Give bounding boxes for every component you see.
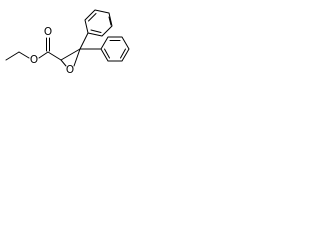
right-phenyl-hexagon (100, 36, 130, 62)
bond-epoxide-carbon2-oxygen (73, 48, 81, 67)
carbonyl-oxygen-label: O (44, 26, 52, 38)
upper-phenyl-double-1 (88, 13, 97, 22)
bond-epoxide-carbon-carbon (60, 48, 81, 61)
bond-to-upper-phenyl (79, 32, 89, 50)
bond-epoxide-carbon1-oxygen (60, 59, 67, 67)
ester-oxygen-label: O (30, 54, 38, 66)
epoxide-ring: O (47, 48, 81, 76)
upper-phenyl-hexagon (84, 9, 113, 37)
ethyl-ester-group: O O (5, 26, 52, 66)
right-phenyl-double-3 (104, 48, 110, 59)
phenyl-ring-right (79, 36, 130, 62)
phenyl-ring-upper (79, 9, 113, 50)
upper-phenyl-double-2 (108, 16, 112, 26)
bond-oxygen-carbonyl-carbon (38, 51, 49, 59)
upper-phenyl-double-3 (90, 29, 102, 33)
bond-methylene-oxygen (18, 51, 30, 59)
epoxide-oxygen-label: O (66, 64, 74, 76)
background (0, 0, 146, 95)
chemical-structure: O O O (0, 0, 146, 95)
bond-methyl-methylene (5, 51, 20, 61)
bond-carbonyl-to-epoxide-carbon (47, 51, 62, 61)
right-phenyl-double-2 (120, 48, 126, 59)
